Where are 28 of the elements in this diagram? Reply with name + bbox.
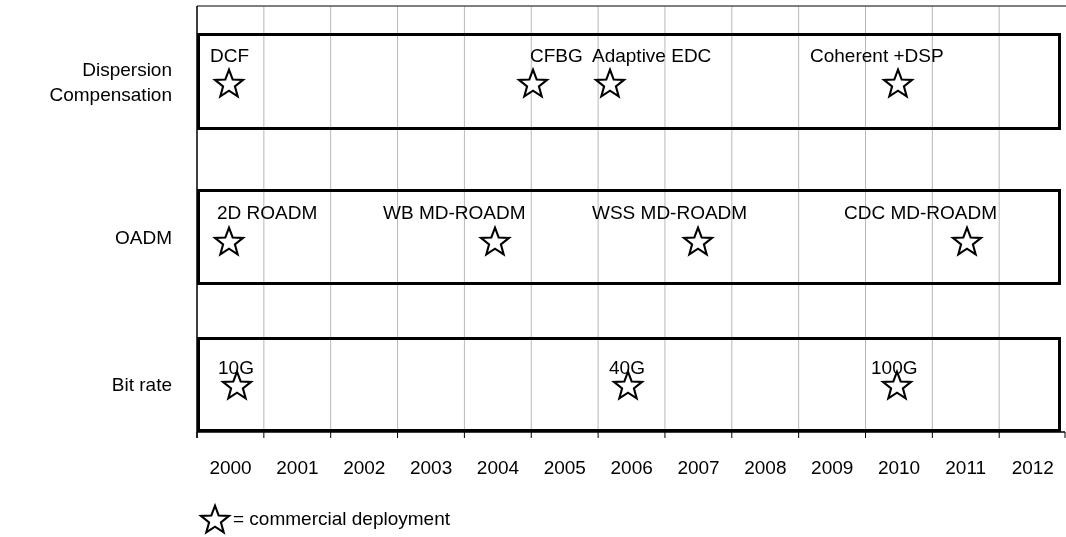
legend-text: = commercial deployment — [233, 508, 450, 530]
milestone-label: 2D ROADM — [217, 202, 318, 224]
row-heading: Bit rate — [110, 373, 172, 397]
year-label: 2005 — [543, 457, 586, 479]
milestone-label: CDC MD-ROADM — [844, 202, 998, 224]
year-label: 2002 — [343, 457, 386, 479]
year-label: 2007 — [677, 457, 720, 479]
year-label: 2011 — [945, 457, 987, 479]
year-label: 2004 — [476, 457, 520, 479]
milestone-label: CFBG — [530, 45, 583, 67]
year-label: 2008 — [744, 457, 787, 479]
milestone-label: WB MD-ROADM — [383, 202, 526, 224]
milestone-label: Adaptive EDC — [592, 45, 712, 67]
row-heading: OADM — [114, 225, 172, 250]
year-label: 2012 — [1011, 457, 1054, 479]
milestone-label: 10G — [218, 357, 254, 379]
year-label: 2003 — [409, 457, 453, 479]
milestone-label: Coherent +DSP — [810, 45, 944, 67]
milestone-label: DCF — [210, 45, 250, 67]
milestone-label: 40G — [609, 357, 645, 379]
year-label: 2010 — [877, 457, 921, 479]
year-label: 2001 — [276, 457, 319, 479]
year-label: 2000 — [209, 457, 252, 479]
year-label: 2006 — [610, 457, 653, 479]
year-label: 2009 — [811, 457, 854, 479]
milestone-label: 100G — [871, 357, 918, 379]
row-heading: Dispersion Compensation — [48, 57, 172, 107]
milestone-label: WSS MD-ROADM — [592, 202, 748, 224]
